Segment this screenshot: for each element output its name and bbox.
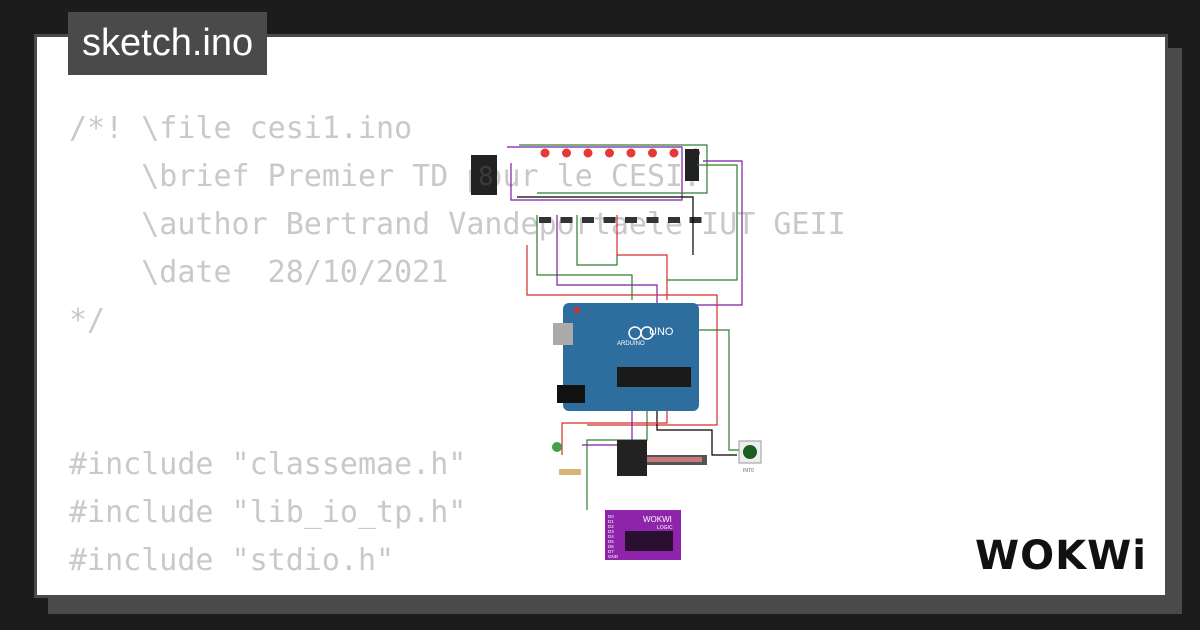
- led: [669, 148, 679, 158]
- logic-pin-label: D7: [608, 549, 614, 554]
- code-line: #include "lib_io_tp.h": [69, 495, 467, 530]
- led: [626, 148, 636, 158]
- pin-header: [685, 149, 699, 181]
- slide-switch: [646, 217, 659, 223]
- slide-switch: [560, 217, 573, 223]
- status-led: [552, 442, 581, 475]
- led: [648, 148, 657, 158]
- logic-pin-label: D0: [608, 514, 614, 519]
- led: [562, 148, 571, 158]
- slide-switch: [582, 217, 594, 223]
- logic-subtitle: LOGIC: [657, 525, 673, 531]
- preview-card: /*! \file cesi1.ino \brief Premier TD po…: [34, 34, 1168, 598]
- slide-switch: [625, 217, 637, 223]
- logic-pin-label: D4: [608, 534, 614, 539]
- code-line: \author Bertrand Vandeportaele IUT GEII: [69, 207, 846, 242]
- button-label: INT0: [743, 468, 754, 474]
- led: [605, 148, 614, 158]
- wiring: [507, 144, 747, 510]
- code-excerpt: /*! \file cesi1.ino \brief Premier TD po…: [69, 105, 846, 585]
- code-line: #include "stdio.h": [69, 543, 395, 578]
- slide-switch: [689, 217, 702, 223]
- wokwi-logo-text: WOKWi: [975, 533, 1145, 579]
- led: [583, 148, 593, 158]
- switch-row: [539, 217, 702, 223]
- logic-brand: WOKWI: [643, 515, 672, 524]
- slide-potentiometer: [617, 440, 707, 476]
- board-brand-label: ARDUINO: [617, 341, 645, 347]
- code-line: #include "classemae.h": [69, 447, 467, 482]
- arduino-uno-board: UNO ARDUINO: [553, 303, 699, 411]
- slide-switch: [603, 217, 616, 223]
- code-line: */: [69, 303, 106, 338]
- wokwi-logo: WOKWi: [975, 533, 1145, 579]
- pushbutton-int0: INT0: [738, 440, 762, 474]
- circuit-diagram: 8: [471, 144, 762, 560]
- file-tab: sketch.ino: [68, 12, 268, 75]
- svg-text:8: 8: [478, 162, 494, 192]
- logic-pin-label: D6: [608, 544, 614, 549]
- logic-pin-label: GND: [608, 554, 619, 559]
- logic-pin-label: D5: [608, 539, 614, 544]
- code-line: \date 28/10/2021: [69, 255, 449, 290]
- seven-segment-display: 8: [471, 155, 497, 195]
- code-line: /*! \file cesi1.ino: [69, 111, 413, 146]
- led-row: [540, 148, 700, 158]
- slide-switch: [539, 217, 551, 223]
- board-model-label: UNO: [649, 326, 674, 338]
- logic-pin-label: D3: [608, 529, 614, 534]
- logic-pin-label: D2: [608, 524, 614, 529]
- logic-pin-label: D1: [608, 519, 614, 524]
- slide-switch: [668, 217, 680, 223]
- led: [540, 148, 550, 158]
